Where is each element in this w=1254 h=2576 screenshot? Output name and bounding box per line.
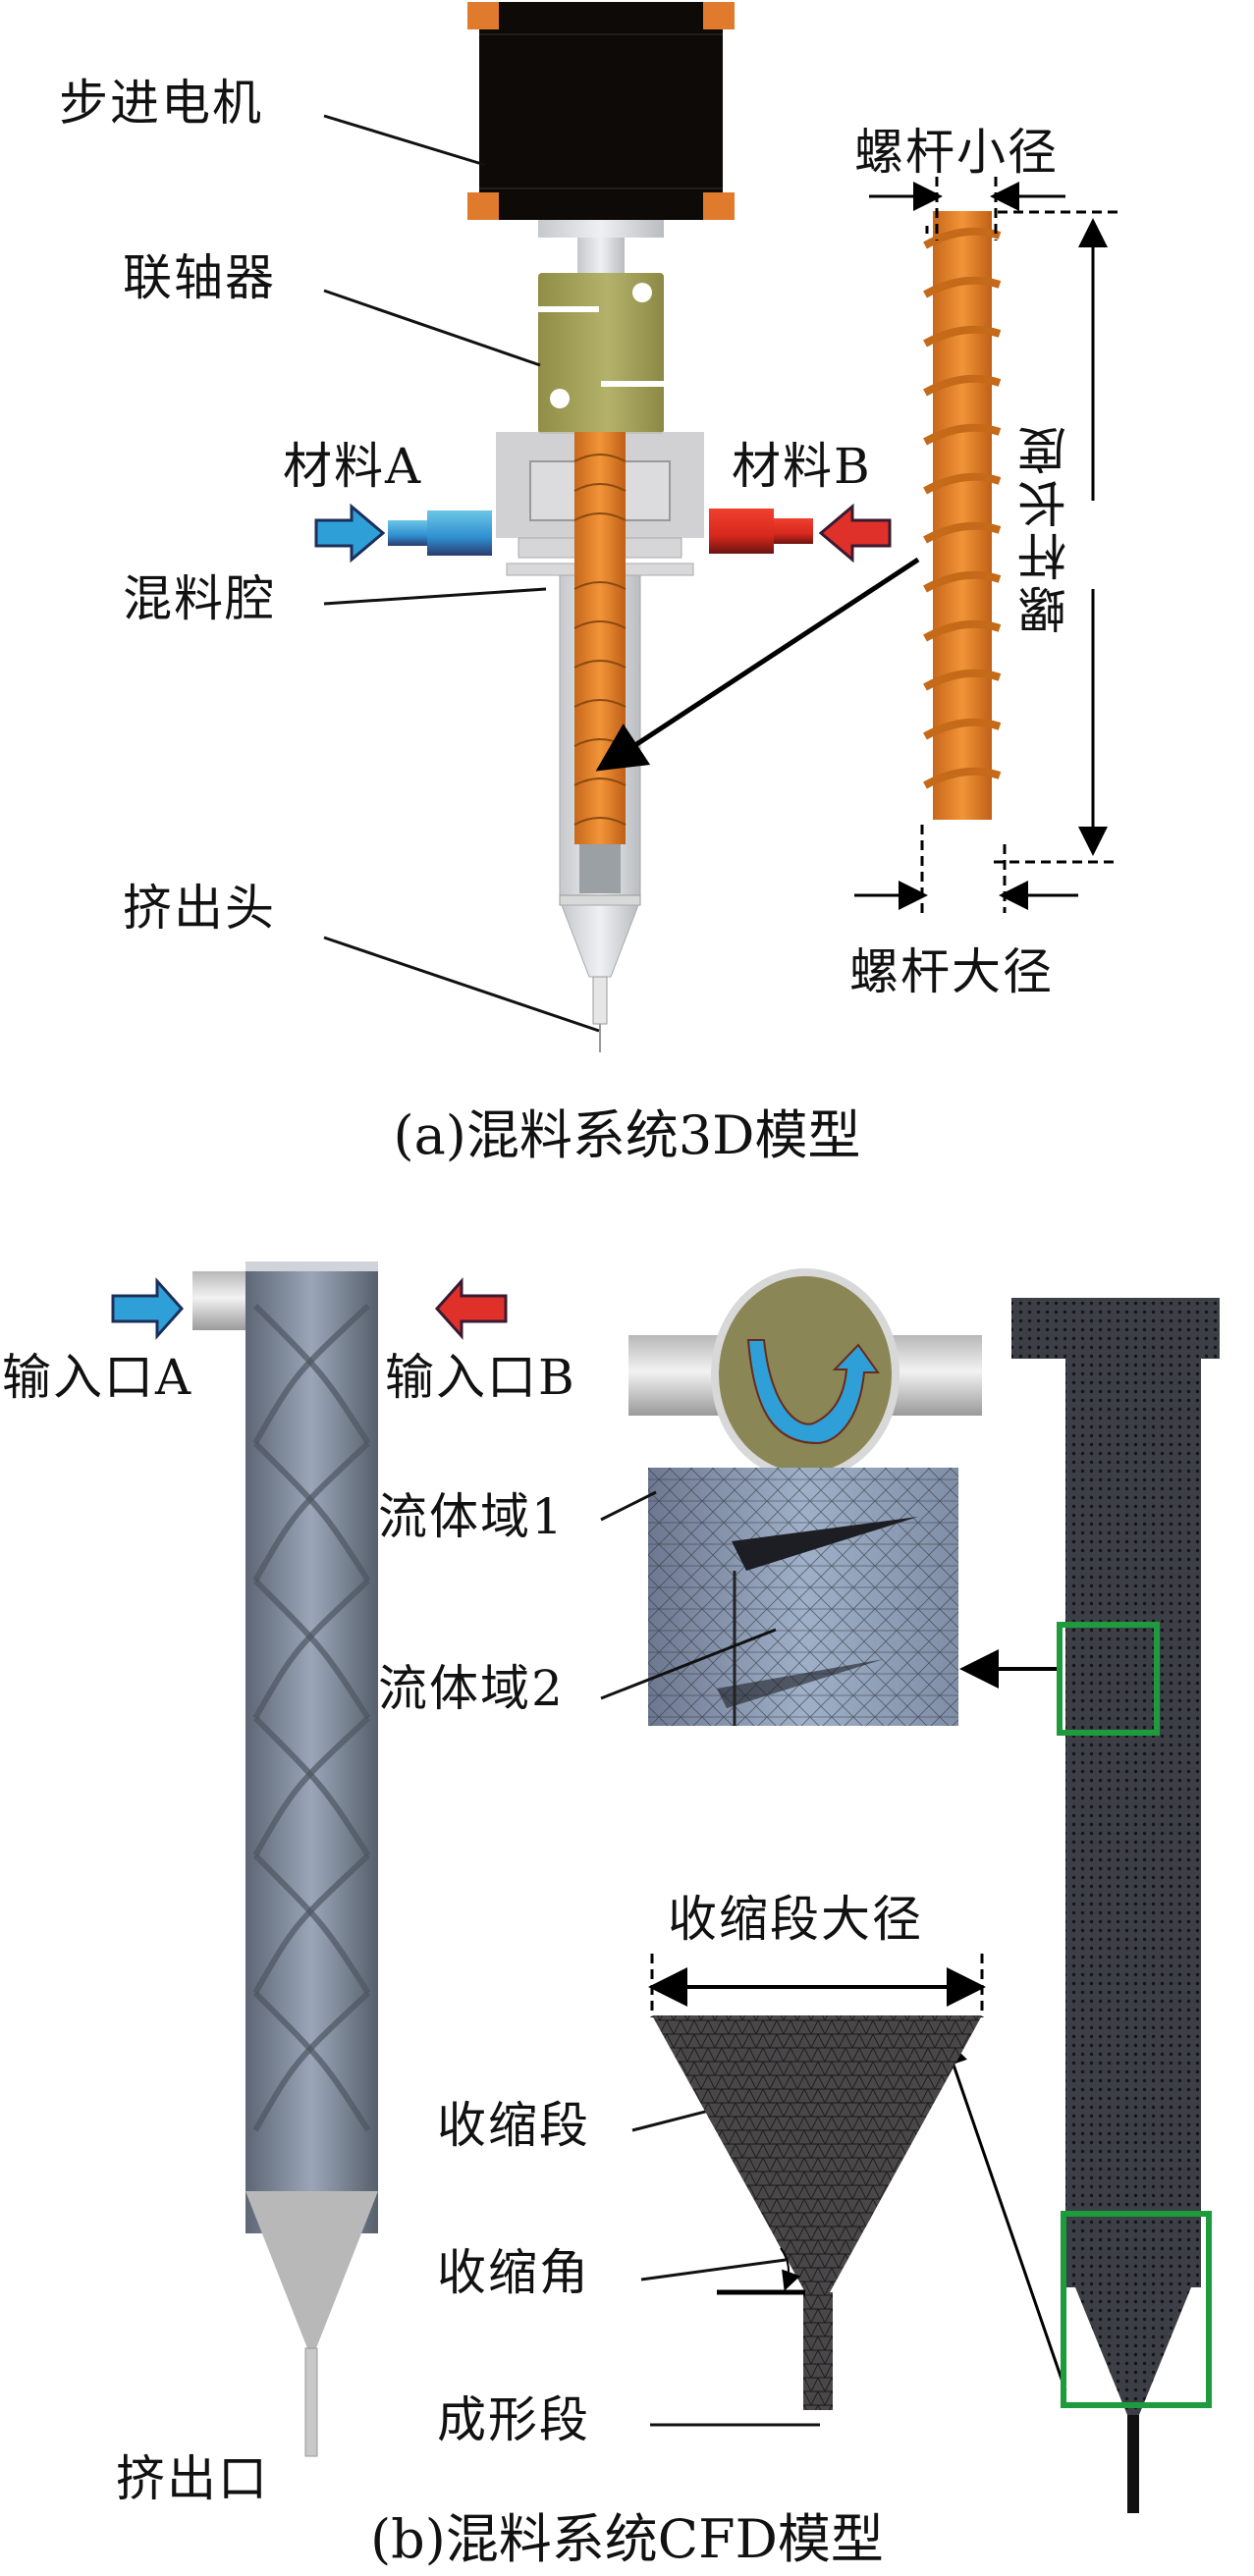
cross-section-view	[628, 1268, 982, 1480]
inlet-b-arrow-icon	[818, 503, 892, 564]
label-inlet-b: 输入口B	[385, 1349, 576, 1406]
leader-lines-a	[323, 114, 600, 1033]
inlet-b-fitting	[709, 503, 892, 564]
screw-dimensions	[854, 177, 1119, 913]
label-screw-major-diameter: 螺杆大径	[849, 943, 1054, 1000]
caption-part-a: (a)混料系统3D模型	[393, 1104, 861, 1166]
inlet-a-arrow-icon	[111, 1277, 185, 1340]
mesh-detail-view	[648, 1468, 958, 1726]
label-screw-minor-diameter: 螺杆小径	[854, 124, 1059, 181]
inlet-b-arrow-icon	[434, 1277, 508, 1340]
label-fluid-domain-2: 流体域2	[378, 1660, 565, 1717]
coupling	[538, 273, 664, 434]
label-contraction-major-diameter: 收缩段大径	[668, 1891, 923, 1948]
swirl-arrow-icon	[746, 1339, 880, 1445]
label-inlet-a: 输入口A	[2, 1349, 193, 1406]
label-coupling: 联轴器	[123, 249, 276, 306]
label-material-b: 材料B	[732, 438, 872, 495]
inlet-a-arrow-icon	[314, 503, 386, 564]
label-stepper-motor: 步进电机	[59, 75, 263, 132]
full-mesh-column	[1011, 1298, 1220, 2513]
enlarged-screw	[923, 211, 1002, 820]
mixer-column-model	[111, 1261, 508, 2457]
contraction-mesh	[648, 1954, 986, 2410]
label-extrusion-head: 挤出头	[123, 880, 276, 937]
label-forming-section: 成形段	[437, 2391, 590, 2448]
caption-part-b: (b)混料系统CFD模型	[370, 2508, 884, 2570]
highlight-box-detail	[1057, 1622, 1160, 1736]
stepper-motor	[467, 2, 735, 273]
label-screw-length: 螺杆长度	[1017, 422, 1074, 634]
label-contraction-section: 收缩段	[437, 2097, 590, 2154]
cone-pointer-arrow	[939, 2036, 1067, 2391]
label-material-a: 材料A	[283, 438, 423, 495]
highlight-box-cone	[1061, 2211, 1212, 2408]
label-mixing-chamber: 混料腔	[123, 570, 276, 627]
screw-pointer-arrow	[595, 557, 920, 772]
label-contraction-angle: 收缩角	[437, 2244, 590, 2301]
inlet-a-fitting	[314, 503, 492, 564]
label-fluid-domain-1: 流体域1	[378, 1488, 565, 1545]
label-extrusion-outlet: 挤出口	[116, 2450, 269, 2507]
